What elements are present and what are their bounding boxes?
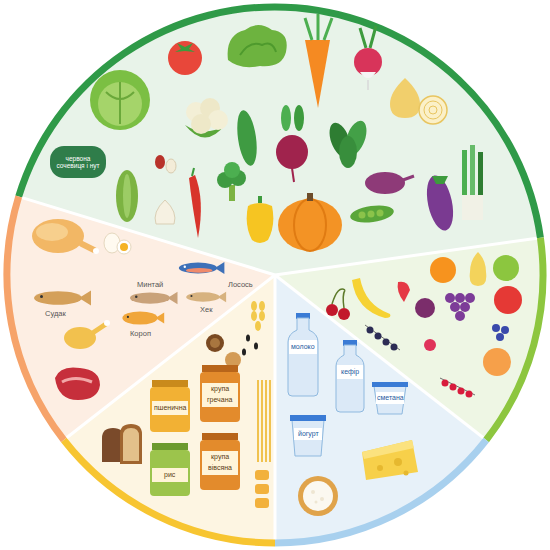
cup-label: йогурт [298,430,319,438]
fish-label: Минтай [137,281,163,289]
fish-label: Судак [45,310,66,318]
jar-label: крупа [211,453,229,461]
fish-label: Короп [130,330,151,338]
plate-sectors [7,7,543,543]
jar-label: пшенична [154,404,186,412]
cup-label: сметана [377,394,404,402]
jar-label: вівсяна [208,464,232,472]
vegetables [50,14,483,251]
jar-label: гречана [207,396,232,404]
dairy [288,313,418,516]
fish-label: Хек [200,306,212,314]
badge-label: червона сочевиця і нут [54,155,102,169]
fruits [326,252,522,398]
bottle-label: кефір [341,368,359,376]
jar-label: крупа [211,385,229,393]
grains [102,301,270,508]
fish-label: Лосось [228,281,253,289]
plate-rim [7,7,543,543]
sector-dividers [19,197,541,543]
bottle-label: молоко [291,343,315,351]
jar-label: рис [164,471,175,479]
protein [32,219,226,400]
